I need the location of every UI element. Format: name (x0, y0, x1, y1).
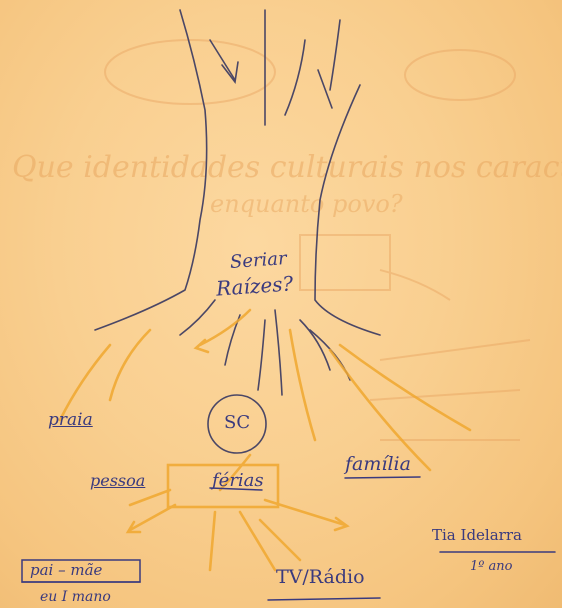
label-ano: 1º ano (470, 560, 512, 573)
tree-trunk (95, 10, 380, 453)
label-ferias: férias (212, 472, 264, 490)
label-tia: Tia Idelarra (432, 528, 522, 543)
center-label-line-2: Raízes? (215, 273, 293, 298)
center-label-line-1: Seriar (229, 250, 287, 272)
label-pessoa: pessoa (90, 473, 145, 489)
label-praia: praia (48, 412, 93, 429)
label-tv-radio: TV/Rádio (276, 568, 365, 587)
label-familia: família (345, 455, 411, 474)
circle-label-sc: SC (224, 414, 250, 432)
label-pai-mae: pai – mãe (30, 563, 102, 578)
label-eu-mano: eu I mano (40, 590, 111, 604)
